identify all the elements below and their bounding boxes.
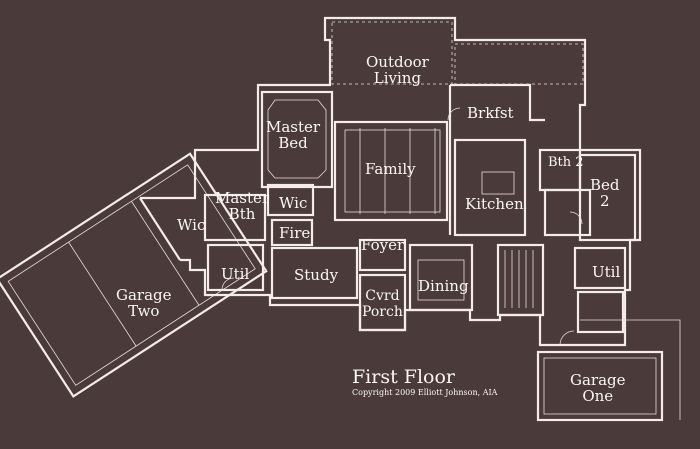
room-label-brkfst: Brkfst bbox=[467, 104, 514, 122]
room-label-master-bth: Master Bth bbox=[215, 189, 270, 223]
room-label-dining: Dining bbox=[418, 277, 469, 295]
copyright-text: Copyright 2009 Elliott Johnson, AIA bbox=[352, 388, 498, 397]
room-label-util-left: Util bbox=[221, 265, 250, 283]
room-label-outdoor-living: Outdoor Living bbox=[366, 53, 429, 87]
garage-two-outline bbox=[0, 152, 268, 398]
room-label-bed2: Bed 2 bbox=[590, 176, 620, 210]
house-exterior-walls bbox=[139, 16, 642, 347]
room-label-master-bed: Master Bed bbox=[266, 118, 321, 152]
room-label-kitchen: Kitchen bbox=[465, 195, 524, 213]
room-label-wic-right: Wic bbox=[279, 194, 308, 212]
outdoor-living-canopy bbox=[331, 21, 584, 85]
door-swings bbox=[221, 107, 583, 346]
room-label-cvrd-porch: Cvrd Porch bbox=[362, 288, 403, 320]
room-label-family: Family bbox=[365, 160, 416, 178]
interior-walls bbox=[203, 83, 637, 334]
room-label-bth2: Bth 2 bbox=[548, 155, 584, 170]
room-label-garage-two: Garage Two bbox=[116, 286, 172, 320]
room-label-wic-left: Wic bbox=[177, 216, 206, 234]
garage-one-outline bbox=[536, 319, 681, 422]
room-label-foyer: Foyer bbox=[361, 236, 405, 254]
room-label-study: Study bbox=[294, 266, 339, 284]
room-label-util-right: Util bbox=[592, 263, 621, 281]
room-label-garage-one: Garage One bbox=[570, 371, 626, 405]
room-label-fire: Fire bbox=[279, 224, 311, 242]
floor-title: First Floor bbox=[352, 366, 455, 388]
